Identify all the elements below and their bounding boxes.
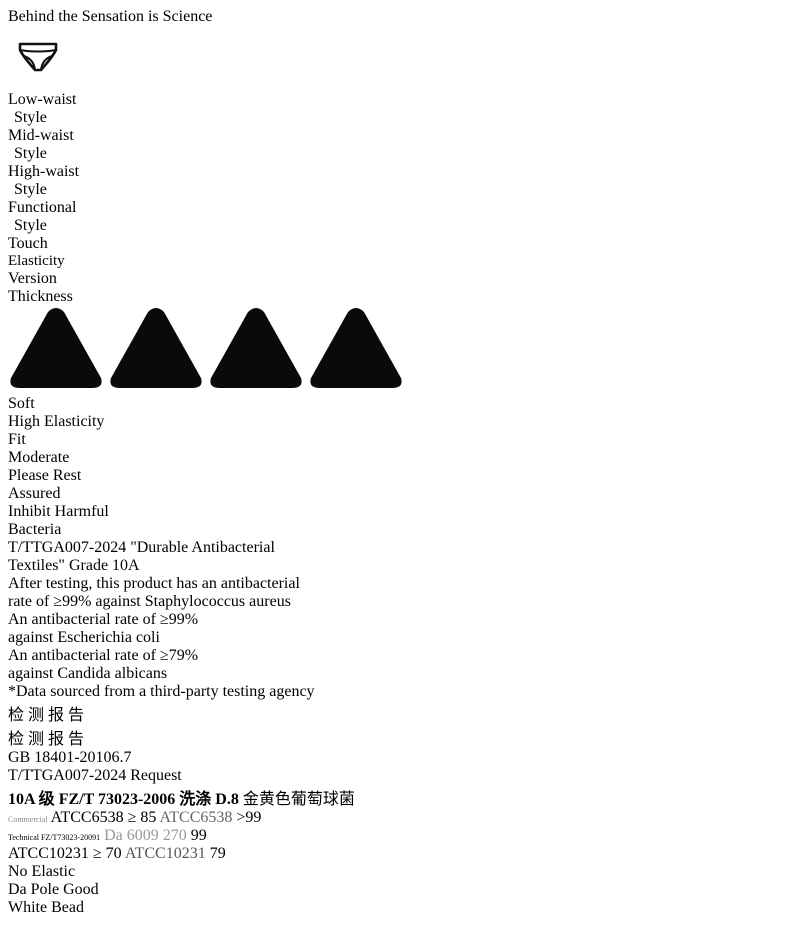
test-report-page-2: 检 测 报 告 xyxy=(8,725,792,749)
tab-label-line1: Low-waist xyxy=(8,91,77,108)
tab-label-line1: Mid-waist xyxy=(8,127,74,144)
ecoli-text: An antibacterial rate of ≥99% xyxy=(8,611,199,628)
tab-label-line2: Style xyxy=(14,145,47,162)
ecoli-text: against Escherichia coli xyxy=(8,629,160,646)
result-text: After testing, this product has an antib… xyxy=(8,575,300,592)
heading-line: Bacteria xyxy=(8,521,62,538)
triangle-icon xyxy=(10,308,102,388)
tab-label-line1: Functional xyxy=(8,199,77,216)
report-title: 检 测 报 告 xyxy=(8,731,85,748)
tab-mid-waist[interactable]: Mid-waist Style xyxy=(8,127,792,163)
table-cell: ATCC10231 xyxy=(124,845,206,862)
table-row: 10A 级 FZ/T 73023-2006 洗涤 D.8 金黄色葡萄球菌 xyxy=(8,785,792,809)
tab-functional[interactable]: Functional Style xyxy=(8,199,792,235)
candida-text: An antibacterial rate of ≥79% xyxy=(8,647,199,664)
test-report-page-1: 检 测 报 告 xyxy=(8,701,792,725)
heading-line: Inhibit Harmful xyxy=(8,503,109,520)
tab-low-waist[interactable]: Low-waist Style xyxy=(8,91,792,127)
standard-text: Textiles" Grade 10A xyxy=(8,557,140,574)
table-row: Commercial ATCC6538 ≥ 85 ATCC6538 >99 xyxy=(8,809,792,827)
table-cell: 99 xyxy=(190,827,207,844)
source-note: *Data sourced from a third-party testing… xyxy=(8,683,315,700)
triangle-icon xyxy=(310,308,402,388)
tab-label-line1: High-waist xyxy=(8,163,80,180)
attr-value-high-elasticity: High Elasticity xyxy=(8,413,105,430)
attr-value-moderate: Moderate xyxy=(8,449,70,466)
heading-line: Please Rest xyxy=(8,467,82,484)
table-cell: ATCC6538 ≥ 85 xyxy=(50,809,157,826)
table-cell: 79 xyxy=(209,845,226,862)
table-cell: Technical FZ/T73023-20091 xyxy=(8,833,101,842)
report-title: 检 测 报 告 xyxy=(8,707,85,724)
assurance-heading: Please Rest Assured Inhibit Harmful Bact… xyxy=(8,467,792,539)
table-row: ATCC10231 ≥ 70 ATCC10231 79 xyxy=(8,845,792,863)
report-highlight-box: GB 18401-20106.7 T/TTGA007-2024 Request … xyxy=(8,749,792,917)
attr-label-thickness: Thickness xyxy=(8,288,73,305)
tab-label-line2: Style xyxy=(14,217,47,234)
heading-line: Assured xyxy=(8,485,61,502)
attr-value-fit: Fit xyxy=(8,431,26,448)
candida-text: against Candida albicans xyxy=(8,665,168,682)
result-text: rate of ≥99% against Staphylococcus aure… xyxy=(8,593,291,610)
side-note: White Bead xyxy=(8,899,84,916)
page-title: Behind the Sensation is Science xyxy=(8,8,213,25)
table-cell: ATCC6538 xyxy=(159,809,233,826)
tab-high-waist[interactable]: High-waist Style xyxy=(8,163,792,199)
attr-label-elasticity: Elasticity xyxy=(8,253,65,269)
attr-value-soft: Soft xyxy=(8,395,35,412)
table-cell: ATCC10231 ≥ 70 xyxy=(8,845,122,862)
triangle-icon xyxy=(210,308,302,388)
tab-label-line2: Style xyxy=(14,181,47,198)
table-cell: Da 6009 270 xyxy=(104,827,187,844)
triangle-icon xyxy=(110,308,202,388)
standard-text: T/TTGA007-2024 "Durable Antibacterial xyxy=(8,539,275,556)
side-note: Da Pole Good xyxy=(8,881,99,898)
attr-label-version: Version xyxy=(8,270,57,287)
table-cell: Commercial xyxy=(8,815,48,824)
underwear-icon xyxy=(8,26,792,91)
attr-label-touch: Touch xyxy=(8,235,48,252)
highlight-title: GB 18401-20106.7 xyxy=(8,749,132,766)
table-row: Technical FZ/T73023-20091 Da 6009 270 99 xyxy=(8,827,792,845)
side-note: No Elastic xyxy=(8,863,76,880)
page: Behind the Sensation is Science Low-wais… xyxy=(8,8,792,917)
tab-label-line2: Style xyxy=(14,109,47,126)
table-cell: >99 xyxy=(236,809,262,826)
highlight-subtitle: T/TTGA007-2024 Request xyxy=(8,767,182,784)
